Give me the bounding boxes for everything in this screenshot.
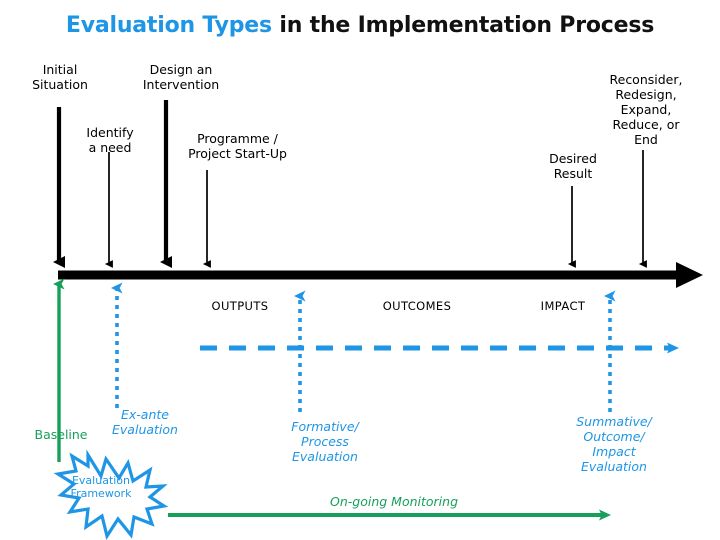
label-initial-situation: Initial Situation (32, 62, 88, 92)
label-outputs: OUTPUTS (211, 299, 269, 313)
label-outcomes: OUTCOMES (382, 299, 452, 313)
evaluation-framework-starburst (53, 449, 169, 540)
page-title: Evaluation Types in the Implementation P… (0, 12, 720, 40)
label-ongoing-monitoring: On-going Monitoring (330, 494, 459, 509)
label-impact: IMPACT (540, 299, 586, 313)
label-summative-outcome-impact-evaluation: Summative/ Outcome/ Impact Evaluation (576, 414, 652, 474)
label-identify-a-need: Identify a need (86, 125, 134, 155)
label-programme-project-start-up: Programme / Project Start-Up (188, 131, 287, 161)
label-ex-ante-evaluation: Ex-ante Evaluation (112, 407, 178, 437)
page-title-rest: in the Implementation Process (271, 13, 655, 38)
implementation-timeline-arrow (58, 262, 703, 288)
label-baseline: Baseline (34, 427, 88, 442)
label-desired-result: Desired Result (549, 151, 597, 181)
page-title-accent: Evaluation Types (65, 13, 272, 38)
label-formative-process-evaluation: Formative/ Process Evaluation (291, 419, 359, 464)
label-evaluation-framework: Evaluation Framework (70, 474, 132, 500)
label-reconsider-redesign: Reconsider, Redesign, Expand, Reduce, or… (609, 72, 683, 147)
label-design-an-intervention: Design an Intervention (142, 62, 220, 92)
